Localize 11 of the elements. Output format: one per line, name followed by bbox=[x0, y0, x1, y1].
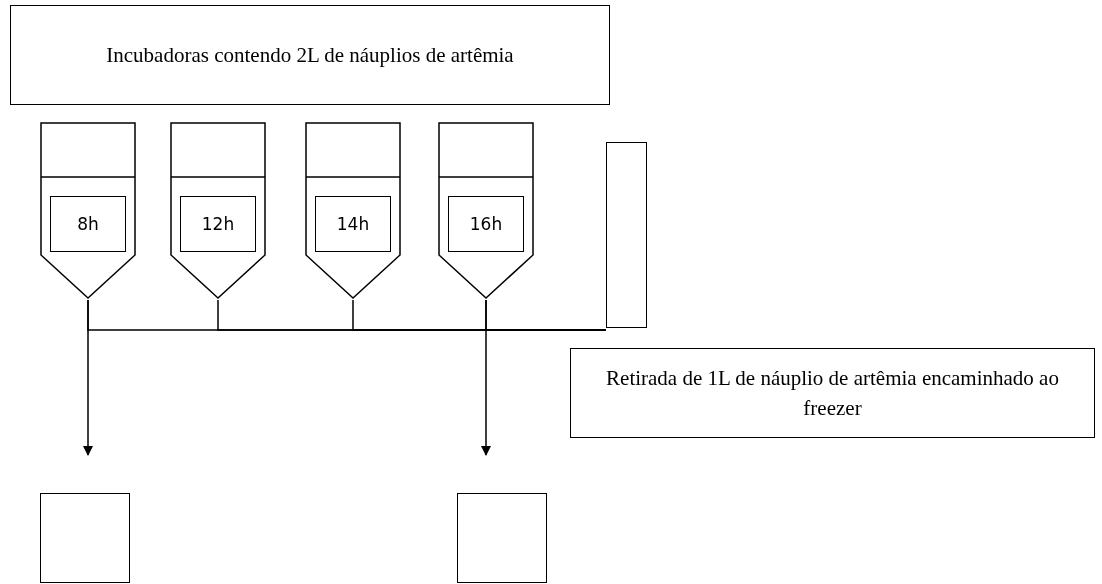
tall-rectangle bbox=[606, 142, 647, 328]
empty-box bbox=[457, 493, 547, 583]
empty-box bbox=[40, 493, 130, 583]
text-box: Incubadoras contendo 2L de náuplios de artêmia bbox=[10, 5, 610, 105]
time-label-box: 14h bbox=[315, 196, 391, 252]
arrow bbox=[83, 299, 93, 456]
time-label-box: 8h bbox=[50, 196, 126, 252]
time-label-box: 12h bbox=[180, 196, 256, 252]
text-box: Retirada de 1L de náuplio de artêmia encaminhado ao freezer bbox=[570, 348, 1095, 438]
arrow bbox=[481, 299, 491, 456]
time-label-box: 16h bbox=[448, 196, 524, 252]
